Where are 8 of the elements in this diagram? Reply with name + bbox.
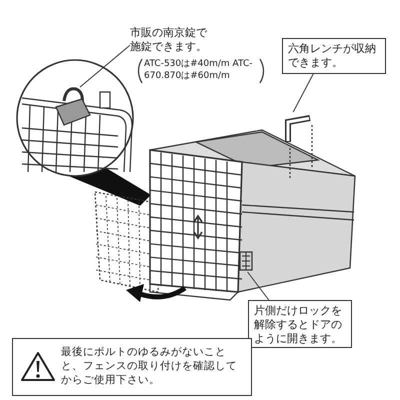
- callout-text: 市販の南京錠で施錠できます。: [130, 26, 208, 54]
- callout-box: 片側だけロックを解除するとドアのように開きます。: [248, 300, 352, 348]
- size-note: ATC-530は#40m/m ATC-670.870は#60m/m: [144, 58, 254, 82]
- callout-box: 六角レンチが収納できます。: [282, 38, 386, 74]
- leader-line: [80, 44, 130, 88]
- leader-line: [247, 272, 270, 300]
- warning-box: 最後にボルトのゆるみがないことと、フェンスの取り付けを確認してからご使用下さい。: [12, 338, 252, 396]
- leader-line: [292, 74, 314, 112]
